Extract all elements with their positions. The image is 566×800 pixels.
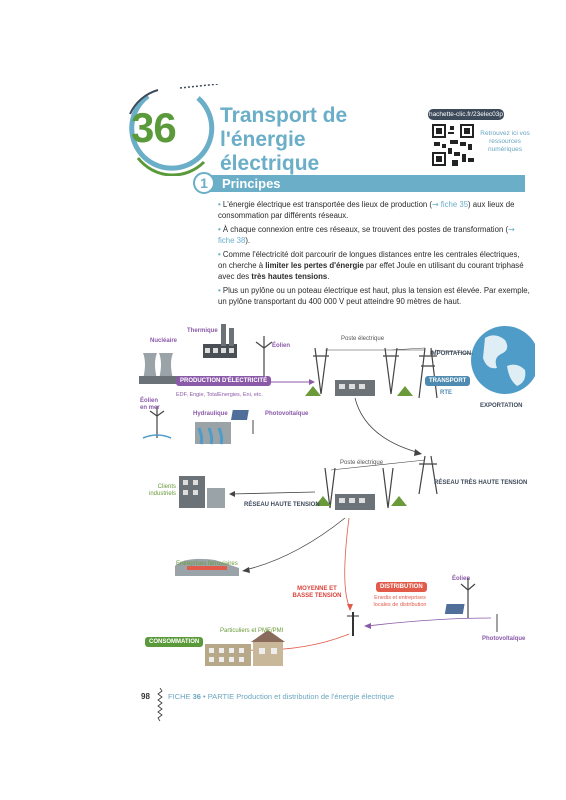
pylon-icon-2 [418, 455, 438, 495]
page-title: Transport de l'énergie électrique [220, 104, 430, 176]
thermal-plant-icon [203, 324, 237, 358]
wind-turbine-icon-2 [460, 578, 476, 618]
section-bar [205, 175, 525, 192]
label-eolien: Éolien [272, 343, 291, 349]
label-distribution-detail: Enedis et entreprises locales de distrib… [373, 595, 427, 608]
qr-code-icon[interactable] [432, 124, 474, 166]
fiche-number: 36 [131, 104, 177, 151]
wind-turbine-icon [255, 336, 273, 376]
consommation-badge: CONSOMMATION [145, 637, 204, 647]
distribution-badge: DISTRIBUTION [376, 582, 427, 592]
earth-globe-icon [471, 326, 535, 394]
label-eolien-2: Éolien [452, 576, 471, 582]
label-importation: IMPORTATION [430, 351, 472, 357]
solar-panel-icon [231, 410, 254, 434]
paragraph-3: • Comme l'électricité doit parcourir de … [218, 250, 524, 281]
hydraulic-dam-icon [195, 422, 231, 445]
label-exportation: EXPORTATION [480, 403, 523, 409]
substation-icon-2 [315, 467, 407, 510]
resources-text: Retrouvez ici vos ressources numériques [480, 130, 530, 153]
label-rte: RTE [440, 390, 452, 396]
label-poste-electrique-1: Poste électrique [341, 336, 385, 342]
utility-pole-icon [347, 612, 359, 636]
label-producers: EDF, Engie, TotalEnergies, Eni, etc. [176, 392, 263, 398]
section-title: Principes [222, 176, 281, 191]
title-line-2: électrique [220, 152, 320, 175]
industrial-client-icon [179, 476, 225, 508]
title-line-1: Transport de l'énergie [220, 104, 348, 151]
label-eolien-en-mer: Éolien en mer [140, 398, 160, 411]
pylon-icon-1 [418, 347, 438, 399]
label-poste-electrique-2: Poste électrique [340, 460, 384, 466]
energy-network-diagram [139, 324, 535, 666]
label-reseau-haute-tension: RÉSEAU HAUTE TENSION [244, 502, 320, 508]
houses-icon [205, 630, 285, 666]
resource-url-badge[interactable]: hachette-clic.fr/23elec03p [428, 109, 504, 120]
label-thermique: Thermique [187, 328, 218, 334]
label-entreprises-ferroviaires: Entreprises ferroviaires [176, 561, 238, 567]
nuclear-plant-icon [139, 353, 179, 384]
paragraph-4: • Plus un pylône ou un poteau électrique… [218, 286, 530, 306]
production-badge: PRODUCTION D'ÉLECTRICITÉ [176, 376, 272, 386]
transport-badge: TRANSPORT [425, 376, 471, 386]
label-hydraulique: Hydraulique [193, 411, 228, 417]
label-nucleaire: Nucléaire [150, 338, 178, 344]
paragraph-2: • À chaque connexion entre ces réseaux, … [218, 225, 515, 245]
footer-text: FICHE 36 • PARTIE Production et distribu… [168, 692, 394, 701]
section-number: 1 [193, 172, 215, 194]
page-number: 98 [141, 692, 150, 701]
paragraph-1: • L'énergie électrique est transportée d… [218, 200, 515, 220]
footer-zigzag-decoration [157, 688, 163, 722]
substation-icon-1 [305, 347, 413, 396]
label-photovoltaique-2: Photovoltaïque [482, 636, 526, 642]
label-reseau-tres-haute-tension: RÉSEAU TRÈS HAUTE TENSION [434, 480, 528, 486]
label-moyenne-basse-tension: MOYENNE ET BASSE TENSION [292, 586, 342, 599]
fiche-ring-decoration [129, 84, 218, 176]
train-icon [175, 558, 239, 576]
solar-panel-icon-2 [444, 604, 498, 632]
label-clients-industriels: Clients industriels [148, 484, 176, 497]
label-particuliers: Particuliers et PME/PMI [220, 628, 284, 634]
label-photovoltaique: Photovoltaïque [265, 411, 309, 417]
